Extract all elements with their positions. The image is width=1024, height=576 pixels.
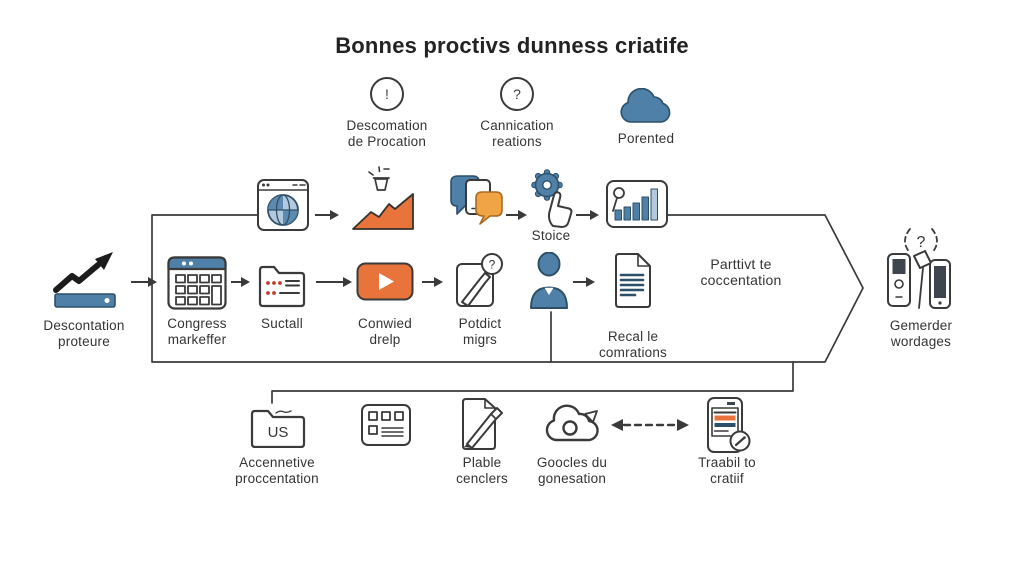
form-card-icon <box>361 404 411 446</box>
arrow-globe-to-chart <box>315 210 339 220</box>
growth-arrow-icon <box>53 252 116 308</box>
cup-sparkle-icon <box>368 166 390 191</box>
orange-area-chart-icon <box>352 193 414 230</box>
arrow-person-to-doc <box>573 277 595 287</box>
cloud-generate-icon <box>545 404 599 442</box>
arrow-chat-to-gear <box>506 210 527 220</box>
folder-us-icon: US <box>250 409 306 448</box>
exclamation-circle-icon: ! <box>370 77 404 111</box>
arrow-calendar-to-folder <box>231 277 250 287</box>
bar-chart-frame-icon <box>606 180 668 228</box>
devices-icon <box>887 250 951 309</box>
pin-question-glyph: ? <box>489 258 496 272</box>
chat-bubbles-icon <box>450 175 503 225</box>
arrow-play-to-pin <box>422 277 443 287</box>
question-circle-icon: ? <box>500 77 534 111</box>
top-item-cloud-label: Porented <box>617 131 675 146</box>
browser-globe-icon <box>257 179 309 231</box>
arrow-gear-to-barchart <box>576 210 599 220</box>
top-item-cloud: Porented <box>590 88 702 147</box>
video-play-icon <box>356 262 414 301</box>
query-brackets-icon: ? <box>904 228 938 254</box>
question-glyph: ? <box>513 86 521 102</box>
dashed-double-arrow <box>611 419 689 431</box>
arrow-folder-to-play <box>316 277 352 287</box>
banner-arrow-outline <box>151 214 864 363</box>
stoice-label: Stoice <box>531 228 571 243</box>
folder-label: Suctall <box>261 316 303 331</box>
exclamation-glyph: ! <box>385 86 389 102</box>
document-lines-icon <box>615 253 651 308</box>
gear-hand-icon <box>531 169 573 228</box>
cloud-icon <box>620 88 671 123</box>
calendar-icon <box>167 256 227 310</box>
document-pencil-icon <box>462 398 503 450</box>
folder-us-text: US <box>268 424 289 441</box>
bottom-branch-connector <box>271 361 794 404</box>
result-question-glyph: ? <box>917 234 926 251</box>
arrow-start-to-calendar <box>131 277 157 287</box>
pin-question-icon: ? <box>456 253 503 307</box>
page-title: Bonnes proctivs dunness criatife <box>335 33 689 58</box>
person-icon <box>530 252 568 309</box>
folder-notes-icon <box>258 265 306 308</box>
mobile-phone-icon <box>707 397 751 453</box>
